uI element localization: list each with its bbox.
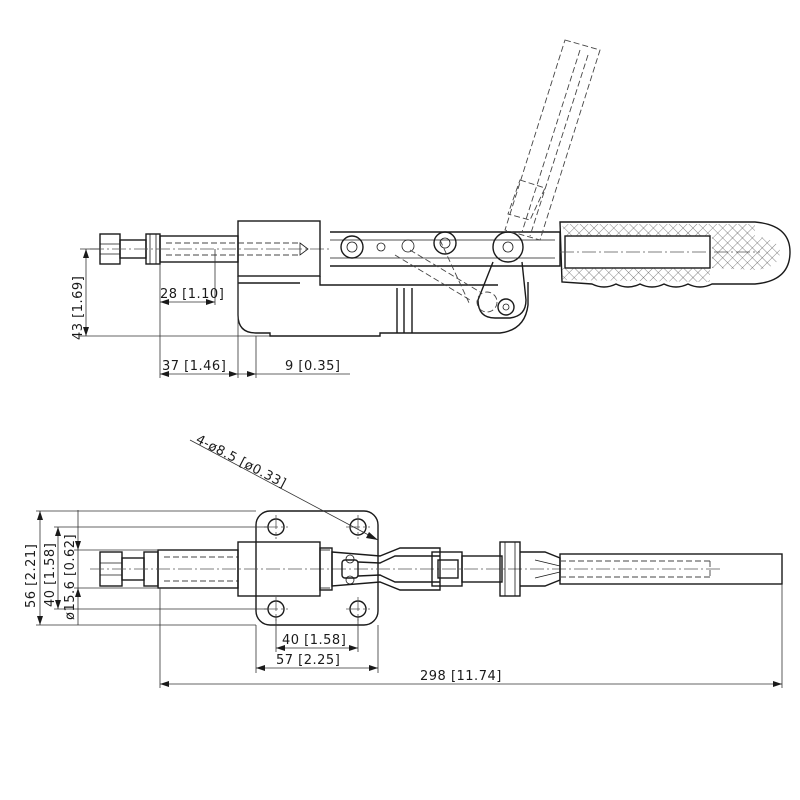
dim-plunger-extension: 37 [1.46] (160, 359, 238, 377)
dim-hole-spacing-vertical-label: 40 [1.58] (43, 543, 58, 607)
dim-stroke: 28 [1.10] (159, 249, 239, 378)
clamp-body (237, 276, 529, 337)
dim-height-bolt: 43 [1.69] (71, 248, 270, 340)
dim-base-width-label: 56 [2.21] (24, 544, 39, 608)
top-handle (559, 553, 783, 585)
top-bolt (90, 549, 720, 589)
base-plate (255, 510, 379, 626)
dim-height-bolt-label: 43 [1.69] (71, 276, 86, 340)
dim-hole-spacing-horizontal: 40 [1.58] (275, 617, 359, 652)
dim-plunger-diameter: ø15.6 [0.62] (63, 510, 158, 625)
dim-overall-length-label: 298 [11.74] (420, 669, 502, 684)
dim-hole-spacing-horizontal-label: 40 [1.58] (282, 633, 346, 648)
dim-base-length: 57 [2.25] (255, 625, 379, 673)
dim-overall-length: 298 [11.74] (159, 584, 783, 688)
guide-block (237, 220, 321, 277)
dim-hole-spacing-vertical: 40 [1.58] (43, 526, 268, 610)
dim-base-offset: 9 [0.35] (238, 336, 350, 378)
dim-stroke-label: 28 [1.10] (160, 287, 224, 302)
dim-plunger-extension-label: 37 [1.46] (162, 359, 226, 374)
dim-base-length-label: 57 [2.25] (276, 653, 340, 668)
top-view: 4-ø8.5 [ø0.33] 56 [2.21] 40 [1.58] ø15. (24, 432, 783, 688)
dim-plunger-diameter-label: ø15.6 [0.62] (63, 534, 78, 620)
dim-base-width: 56 [2.21] (24, 510, 256, 626)
handle-open-position (394, 39, 601, 313)
dim-hole-callout-label: 4-ø8.5 [ø0.33] (193, 432, 288, 491)
dim-base-offset-label: 9 [0.35] (285, 359, 341, 374)
linkage (330, 231, 561, 319)
side-view: 43 [1.69] 28 [1.10] 37 [1.46] 9 [0.3 (71, 39, 791, 378)
